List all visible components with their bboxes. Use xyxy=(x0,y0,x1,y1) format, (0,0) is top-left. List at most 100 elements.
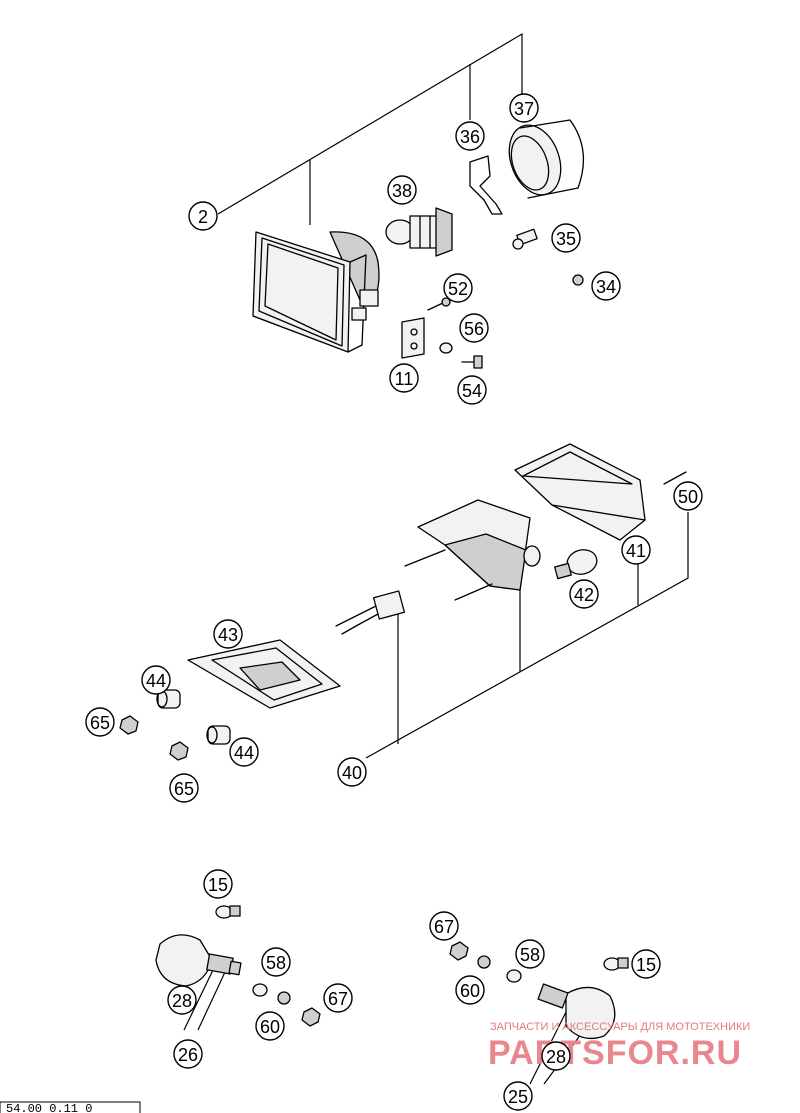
callout-circle xyxy=(85,707,115,737)
callout-28: 28 xyxy=(167,985,197,1015)
callout-number: 15 xyxy=(208,875,228,895)
nut-65a xyxy=(119,715,139,735)
callout-50: 50 xyxy=(673,481,703,511)
callout-circle xyxy=(141,665,171,695)
callout-number: 42 xyxy=(574,585,594,605)
callout-circle xyxy=(459,313,489,343)
callout-67: 67 xyxy=(429,911,459,941)
taillight-bulb xyxy=(554,549,598,580)
callout-number: 65 xyxy=(174,779,194,799)
nut-67-left xyxy=(301,1007,321,1027)
callout-11: 11 xyxy=(389,363,419,393)
callout-number: 28 xyxy=(172,991,192,1011)
turn-signal-left xyxy=(155,905,321,1031)
callout-36: 36 xyxy=(455,121,485,151)
callout-number: 34 xyxy=(596,277,616,297)
watermark-logo: PARTSFOR.RU xyxy=(488,1034,742,1072)
bulb-15-right xyxy=(603,957,629,971)
callout-52: 52 xyxy=(443,273,473,303)
callout-number: 15 xyxy=(636,955,656,975)
taillight-studs xyxy=(404,549,493,601)
headlight-bulb xyxy=(385,207,453,257)
screw-50 xyxy=(663,471,687,485)
callout-circle xyxy=(673,481,703,511)
callout-65: 65 xyxy=(85,707,115,737)
gasket-plate xyxy=(187,639,341,709)
callout-60: 60 xyxy=(455,975,485,1005)
watermark-tagline: ЗАПЧАСТИ И АКСЕССУАРЫ ДЛЯ МОТОТЕХНИКИ xyxy=(490,1021,750,1033)
callout-number: 40 xyxy=(342,763,362,783)
callout-circle xyxy=(455,121,485,151)
callout-34: 34 xyxy=(591,271,621,301)
headlight-assembly xyxy=(217,32,584,369)
callout-number: 58 xyxy=(266,953,286,973)
lockwasher-60-right xyxy=(477,955,491,969)
spring-clip xyxy=(469,155,503,215)
nut-65b xyxy=(169,741,189,761)
leader-2 xyxy=(217,32,523,215)
headlight-housing xyxy=(252,231,380,353)
callout-35: 35 xyxy=(551,223,581,253)
callout-circle xyxy=(169,773,199,803)
callout-circle xyxy=(429,911,459,941)
callout-circle xyxy=(337,757,367,787)
callout-number: 52 xyxy=(448,279,468,299)
callout-number: 35 xyxy=(556,229,576,249)
callout-circle xyxy=(541,1041,571,1071)
callout-circle xyxy=(389,363,419,393)
screw-52 xyxy=(427,297,451,311)
callout-circle xyxy=(387,175,417,205)
callout-41: 41 xyxy=(621,535,651,565)
callout-65: 65 xyxy=(169,773,199,803)
rubber-ring xyxy=(508,119,584,199)
callout-circle xyxy=(631,949,661,979)
callout-44: 44 xyxy=(229,737,259,767)
callout-number: 25 xyxy=(508,1087,528,1107)
callout-58: 58 xyxy=(515,939,545,969)
bulb-socket-wires xyxy=(335,590,406,635)
callout-circle xyxy=(323,983,353,1013)
callout-circle xyxy=(443,273,473,303)
grommet-44a xyxy=(156,689,181,709)
callout-number: 41 xyxy=(626,541,646,561)
callout-number: 37 xyxy=(514,99,534,119)
callout-40: 40 xyxy=(337,757,367,787)
callout-number: 58 xyxy=(520,945,540,965)
callout-circle xyxy=(551,223,581,253)
figure-code: 54.00 0.11 0 xyxy=(6,1102,92,1113)
callout-25: 25 xyxy=(503,1081,533,1111)
callout-43: 43 xyxy=(213,619,243,649)
callout-38: 38 xyxy=(387,175,417,205)
callout-number: 26 xyxy=(178,1045,198,1065)
callout-circle xyxy=(569,579,599,609)
callout-number: 28 xyxy=(546,1047,566,1067)
callout-number: 56 xyxy=(464,319,484,339)
watermark: ЗАПЧАСТИ И АКСЕССУАРЫ ДЛЯ МОТОТЕХНИКИ PA… xyxy=(488,1021,750,1072)
callout-circle xyxy=(229,737,259,767)
callout-number: 60 xyxy=(260,1017,280,1037)
leader-26b xyxy=(197,969,227,1031)
washer-56 xyxy=(439,342,453,354)
leader-40 xyxy=(365,512,689,759)
turn-signal-right xyxy=(449,941,629,1085)
callout-number: 60 xyxy=(460,981,480,1001)
callout-number: 44 xyxy=(146,671,166,691)
callout-number: 11 xyxy=(395,369,414,389)
nut-67-right xyxy=(449,941,469,961)
callout-2: 2 xyxy=(188,201,218,231)
callout-44: 44 xyxy=(141,665,171,695)
callout-circle xyxy=(509,93,539,123)
callout-number: 67 xyxy=(434,917,454,937)
lockwasher-60-left xyxy=(277,991,291,1005)
turn-signal-lens-right xyxy=(565,986,616,1040)
callout-number: 2 xyxy=(198,207,208,227)
callout-circle xyxy=(457,375,487,405)
callout-15: 15 xyxy=(203,869,233,899)
taillight-lens xyxy=(514,443,646,541)
callout-circle xyxy=(261,947,291,977)
callout-circle xyxy=(455,975,485,1005)
callout-number: 65 xyxy=(90,713,110,733)
callout-circle xyxy=(621,535,651,565)
nut-34 xyxy=(572,274,584,286)
callout-15: 15 xyxy=(631,949,661,979)
